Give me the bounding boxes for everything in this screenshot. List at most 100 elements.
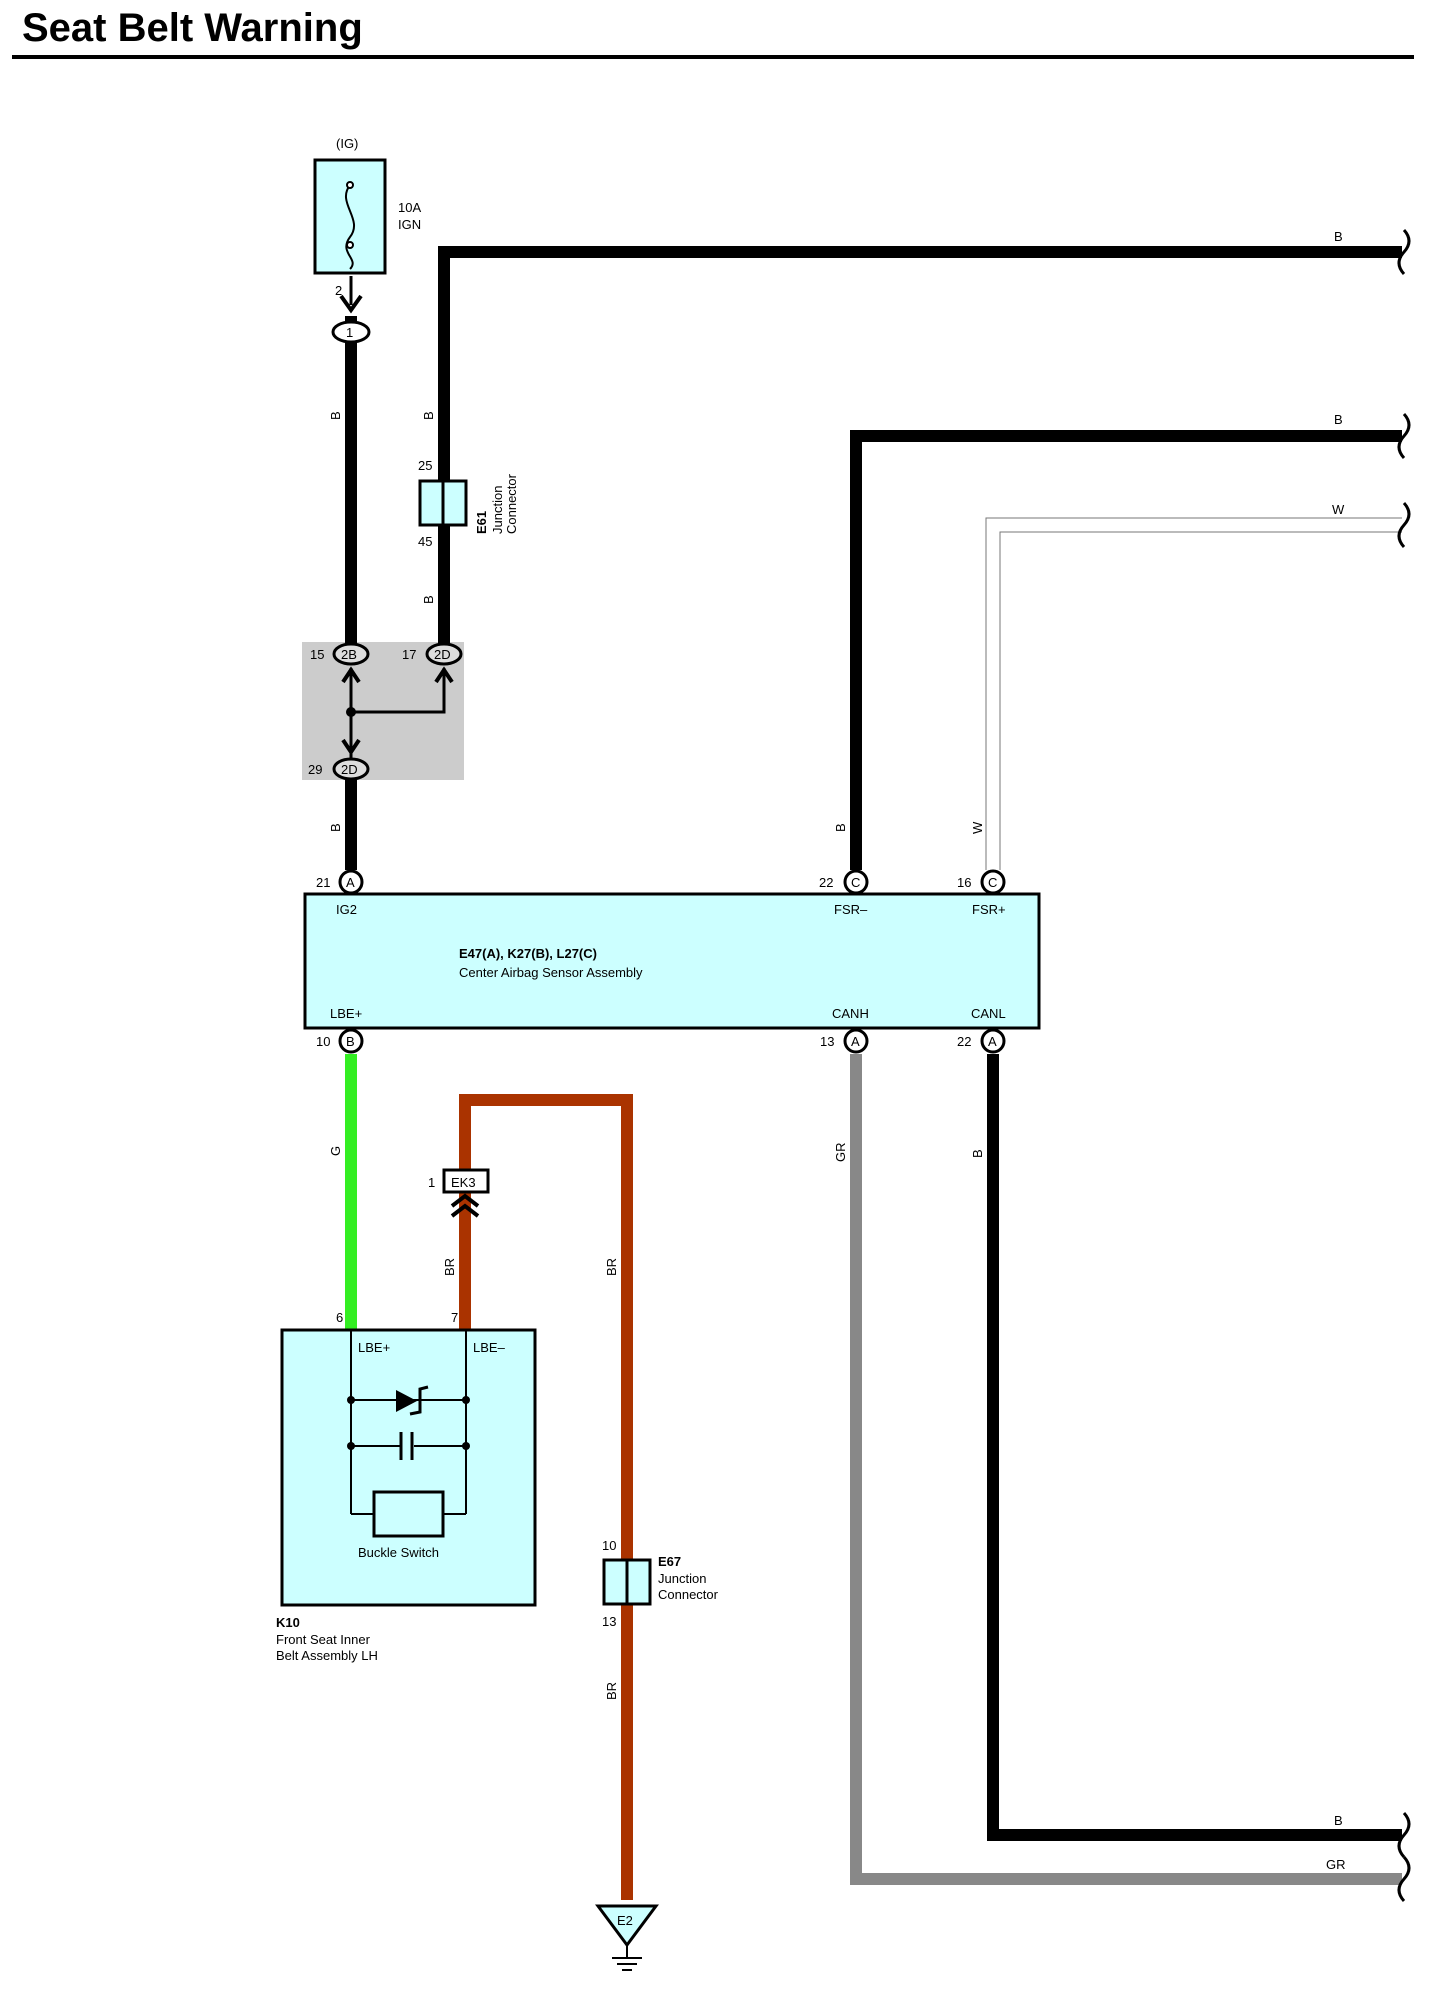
pin-canl	[980, 1028, 1006, 1054]
wire-canl-black	[987, 1054, 1402, 1841]
buckle-node-1	[347, 1396, 355, 1404]
zener-diode-icon	[396, 1390, 417, 1412]
pin-canh-conn: A	[851, 1034, 860, 1049]
jb-internal-right	[351, 668, 446, 714]
e67-line2: Connector	[658, 1587, 719, 1602]
wire-label-fsr-plus-vert: W	[970, 821, 985, 834]
connector-1-label: 1	[346, 325, 353, 340]
buckle-switch-icon	[372, 1490, 445, 1538]
jb-connector-2d-top	[425, 642, 463, 666]
pin-lbe-plus-label: LBE+	[330, 1006, 362, 1021]
fuse-rating: 10A	[398, 200, 421, 215]
jb-pin-29: 29	[308, 762, 322, 777]
pin-fsr-minus-label: FSR–	[834, 902, 868, 917]
wire-label-canh-vert: GR	[833, 1143, 848, 1163]
pin-fsr-plus-num: 16	[957, 875, 971, 890]
pin-fsr-minus-num: 22	[819, 875, 833, 890]
wire-label-fsr-plus-right: W	[1332, 502, 1345, 517]
break-mark-canl	[1397, 1811, 1411, 1859]
jb-connector-2d-bottom-label: 2D	[341, 762, 358, 777]
wire-brown-top	[459, 1094, 633, 1900]
pin-fsr-minus	[843, 869, 869, 895]
pin-canl-num: 22	[957, 1034, 971, 1049]
wire-label-br-up: BR	[604, 1258, 619, 1276]
jb-connector-2d-top-label: 2D	[434, 647, 451, 662]
pin-canh	[843, 1028, 869, 1054]
jb-splice-dot	[346, 707, 356, 717]
e67-pin-bottom: 13	[602, 1614, 616, 1629]
page-title: Seat Belt Warning	[22, 6, 363, 50]
e67-line1: Junction	[658, 1571, 706, 1586]
fuse-terminal-top	[346, 181, 354, 189]
fuse-name: IGN	[398, 217, 421, 232]
pin-ig2	[338, 869, 364, 895]
jb-pin-17: 17	[402, 647, 416, 662]
title-rule	[12, 55, 1414, 59]
e61-pin-bottom: 45	[418, 534, 432, 549]
buckle-name-2: Belt Assembly LH	[276, 1648, 378, 1663]
ground-e2-id: E2	[617, 1913, 633, 1928]
pin-ig2-num: 21	[316, 875, 330, 890]
ek3-pin: 1	[428, 1175, 435, 1190]
break-mark-fsr-plus	[1397, 501, 1411, 549]
wire-label-jb-down: B	[328, 823, 343, 832]
connector-1	[331, 320, 371, 344]
wire-label-e61-down: B	[421, 595, 436, 604]
e67-id: E67	[658, 1554, 681, 1569]
wire-label-canl-right: B	[1334, 1813, 1343, 1828]
jb-connector-2b	[332, 642, 370, 666]
pin-fsr-minus-conn: C	[851, 875, 860, 890]
pin-ig2-conn: A	[346, 875, 355, 890]
ek3-chevron-2	[450, 1203, 480, 1218]
jb-connector-2d-bottom	[332, 757, 370, 781]
e61-id: E61	[474, 511, 489, 534]
fuse-pin: 2	[335, 283, 342, 298]
wire-fsr-plus	[985, 517, 1402, 870]
ek3-connector	[442, 1168, 490, 1194]
pin-canl-conn: A	[988, 1034, 997, 1049]
ecu-name: Center Airbag Sensor Assembly	[459, 965, 643, 980]
buckle-id: K10	[276, 1615, 300, 1630]
fuse-box	[313, 158, 387, 275]
ek3-id: EK3	[451, 1175, 476, 1190]
buckle-name-1: Front Seat Inner	[276, 1632, 371, 1647]
wire-canh-gray	[850, 1054, 1402, 1885]
wire-label-fsr-minus-vert: B	[833, 823, 848, 832]
buckle-node-4	[462, 1442, 470, 1450]
fuse-icon	[344, 184, 356, 270]
pin-canh-label: CANH	[832, 1006, 869, 1021]
buckle-node-2	[462, 1396, 470, 1404]
wire-label-fsr-minus-right: B	[1334, 412, 1343, 427]
jb-arrow-2d	[434, 666, 454, 684]
e61-pin-top: 25	[418, 458, 432, 473]
jb-pin-15: 15	[310, 647, 324, 662]
zener-bar	[409, 1385, 429, 1416]
fuse-terminal-bottom	[346, 241, 354, 249]
wire-label-canh-right: GR	[1326, 1857, 1346, 1872]
buckle-label-plus: LBE+	[358, 1340, 390, 1355]
break-mark-top	[1397, 228, 1411, 276]
wire-label-e61-up: B	[421, 411, 436, 420]
ecu-id: E47(A), K27(B), L27(C)	[459, 946, 597, 961]
pin-lbe-plus	[338, 1028, 364, 1054]
jb-arrow-2b	[341, 666, 361, 684]
buckle-pin-plus: 6	[336, 1310, 343, 1325]
pin-fsr-plus-label: FSR+	[972, 902, 1006, 917]
fuse-supply-label: (IG)	[336, 136, 358, 151]
break-mark-canh	[1397, 1855, 1411, 1903]
buckle-node-3	[347, 1442, 355, 1450]
wire-fuse-arrow	[339, 294, 363, 314]
wire-label-top-right: B	[1334, 229, 1343, 244]
buckle-switch-label: Buckle Switch	[358, 1545, 439, 1560]
pin-ig2-label: IG2	[336, 902, 357, 917]
pin-fsr-plus-conn: C	[988, 875, 997, 890]
wire-label-fuse-down: B	[328, 411, 343, 420]
e61-line2: Connector	[504, 473, 519, 534]
pin-lbe-plus-num: 10	[316, 1034, 330, 1049]
ground-e2-triangle	[595, 1904, 659, 1948]
wire-label-canl-vert: B	[970, 1149, 985, 1158]
wire-fsr-minus	[850, 430, 1402, 870]
buckle-label-minus: LBE–	[473, 1340, 506, 1355]
pin-canl-label: CANL	[971, 1006, 1006, 1021]
